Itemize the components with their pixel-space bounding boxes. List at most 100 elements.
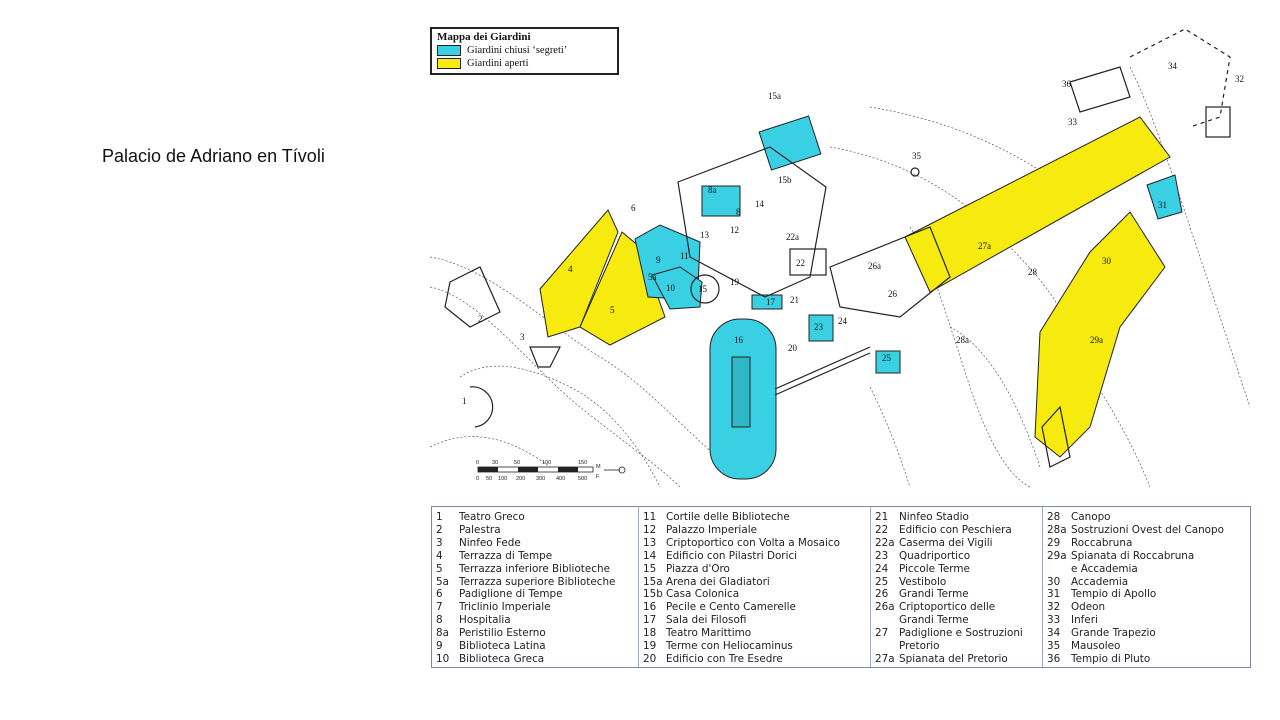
map-label: 4 (568, 264, 573, 274)
open-gardens (539, 116, 1171, 458)
map-label: 19 (730, 277, 740, 287)
key-number: 14 (643, 549, 657, 562)
map-label: 6 (631, 203, 636, 213)
key-row: 22 Edificio con Peschiera (875, 524, 1042, 537)
key-number: 16 (643, 601, 657, 614)
map-label: 22a (786, 232, 799, 242)
key-name: Terme con Heliocaminus (666, 640, 793, 653)
scale-tick: 150 (578, 460, 587, 466)
map-label: 30 (1102, 256, 1112, 266)
key-number: 17 (643, 614, 657, 627)
key-number: 28a (1047, 523, 1067, 536)
key-number: 15a (643, 575, 663, 588)
key-number: 4 (436, 549, 443, 562)
map-label: 14 (755, 199, 765, 209)
key-name: Mausoleo (1071, 640, 1121, 653)
legend-item: Giardini chiusi ‘segreti’ (437, 44, 612, 57)
map-label: 22 (796, 258, 805, 268)
scale-tick: 300 (536, 476, 545, 482)
map-label: 15a (768, 91, 781, 101)
key-number: 8 (436, 614, 443, 627)
key-name: Terrazza superiore Biblioteche (459, 575, 616, 588)
scale-tick: 500 (578, 476, 587, 482)
key-number (875, 640, 899, 653)
key-name: Teatro Greco (459, 511, 525, 523)
site-map: 1 2 3 4 5 5a 6 8 8a 9 10 11 12 13 14 15 … (430, 27, 1250, 490)
scale-bar: 0 30 50 100 150 0 50 100 200 300 400 500… (476, 460, 626, 482)
key-number: 25 (875, 575, 889, 588)
map-label: 11 (680, 251, 689, 261)
site-plan-drawing: 1 2 3 4 5 5a 6 8 8a 9 10 11 12 13 14 15 … (430, 28, 1250, 488)
map-label: 29a (1090, 335, 1103, 345)
map-label: 2 (478, 314, 483, 324)
key-number: 27 (875, 627, 889, 640)
map-label: 5a (648, 272, 657, 282)
map-label: 13 (700, 230, 710, 240)
key-name: Terrazza di Tempe (459, 549, 553, 562)
key-number: 30 (1047, 575, 1061, 588)
key-name: Teatro Marittimo (666, 627, 752, 640)
map-label: 12 (730, 225, 739, 235)
key-name: Palazzo Imperiale (666, 523, 757, 536)
key-name: Accademia (1071, 575, 1129, 588)
map-label: 24 (838, 316, 848, 326)
map-label: 21 (790, 295, 799, 305)
key-number: 9 (436, 640, 443, 653)
map-label: 25 (882, 353, 892, 363)
key-name: Piccole Terme (899, 562, 970, 575)
key-name: Terrazza inferiore Biblioteche (459, 562, 610, 575)
key-name: Ninfeo Fede (459, 536, 521, 549)
key-name: Biblioteca Greca (459, 652, 545, 665)
key-number (1047, 563, 1071, 576)
map-label: 15b (778, 175, 792, 185)
legend-label: Giardini chiusi ‘segreti’ (467, 45, 568, 56)
legend-label: Giardini aperti (467, 58, 529, 69)
key-number: 23 (875, 549, 889, 562)
map-label: 27a (978, 241, 991, 251)
key-name: Pretorio (899, 640, 940, 653)
key-row: 30 Accademia (1047, 576, 1249, 589)
key-number (875, 614, 899, 627)
key-number: 15 (643, 562, 657, 575)
key-name: Spianata di Roccabruna (1071, 549, 1195, 562)
key-name: Grandi Terme (899, 588, 969, 601)
key-name: Vestibolo (899, 575, 947, 588)
map-number-labels: 1 2 3 4 5 5a 6 8 8a 9 10 11 12 13 14 15 … (462, 61, 1244, 406)
scale-tick: 30 (492, 460, 498, 466)
north-arrow-icon (604, 466, 626, 474)
key-name: Arena dei Gladiatori (666, 575, 770, 588)
legend-swatch-cyan (437, 45, 461, 56)
key-number: 22 (875, 523, 889, 536)
key-name: Hospitalia (459, 614, 511, 627)
key-row: 8 Hospitalia (436, 614, 638, 627)
scale-tick: 400 (556, 476, 565, 482)
key-number: 34 (1047, 627, 1061, 640)
key-name: Edificio con Peschiera (899, 523, 1012, 536)
legend-title: Mappa dei Giardini (437, 31, 531, 43)
key-name: Palestra (459, 523, 501, 536)
map-label: 36 (1062, 79, 1072, 89)
map-label: 8a (708, 185, 717, 195)
map-label: 9 (656, 255, 661, 265)
key-number: 27a (875, 652, 895, 665)
